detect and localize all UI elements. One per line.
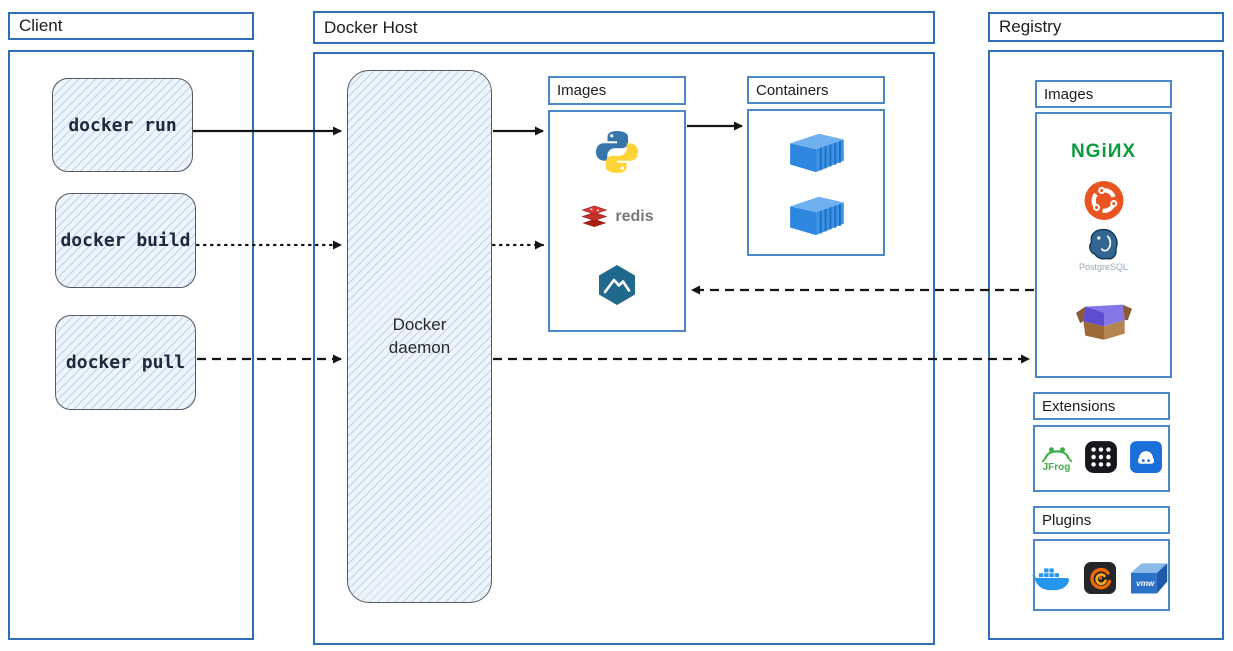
registry-title: Registry bbox=[999, 17, 1062, 36]
docker-host-title: Docker Host bbox=[324, 17, 418, 37]
postgresql-wordmark: PostgreSQL bbox=[1078, 262, 1129, 272]
docker-pull-box: docker pull bbox=[55, 315, 196, 410]
ubuntu-icon bbox=[1083, 180, 1124, 221]
redis-wordmark: redis bbox=[615, 208, 654, 225]
jfrog-icon: JFrog bbox=[1041, 441, 1073, 473]
package-box-icon bbox=[1075, 292, 1133, 342]
redis-logo-row: redis bbox=[580, 204, 654, 230]
dots-grid-icon bbox=[1084, 440, 1118, 474]
registry-title-bar: Registry bbox=[988, 12, 1224, 42]
client-title-bar: Client bbox=[8, 12, 254, 40]
docker-daemon-label: Docker daemon bbox=[388, 314, 451, 357]
client-title: Client bbox=[19, 16, 63, 35]
containers-label-box: Containers bbox=[747, 76, 885, 104]
docker-host-title-bar: Docker Host bbox=[313, 11, 935, 44]
docker-daemon-box: Docker daemon bbox=[347, 70, 492, 603]
grafana-icon bbox=[1083, 561, 1117, 595]
minikube-icon bbox=[595, 263, 639, 307]
drive-icon bbox=[1129, 440, 1163, 474]
postgresql-icon bbox=[1085, 227, 1123, 261]
vmware-wordmark: vmw bbox=[1136, 579, 1155, 588]
docker-build-box: docker build bbox=[55, 193, 196, 288]
vmware-icon: vmw bbox=[1128, 559, 1172, 597]
redis-icon bbox=[580, 204, 608, 230]
host-images-title: Images bbox=[557, 82, 607, 99]
docker-pull-label: docker pull bbox=[65, 352, 186, 373]
plugins-label-box: Plugins bbox=[1033, 506, 1170, 534]
registry-images-label-box: Images bbox=[1035, 80, 1172, 108]
nginx-logo: NGiИX bbox=[1070, 141, 1137, 162]
host-images-box: redis bbox=[548, 110, 686, 332]
docker-run-box: docker run bbox=[52, 78, 193, 172]
docker-run-label: docker run bbox=[68, 114, 177, 136]
container-icon bbox=[783, 129, 849, 175]
postgresql-logo: PostgreSQL bbox=[1079, 227, 1128, 272]
containers-title: Containers bbox=[756, 81, 829, 99]
extensions-box: JFrog bbox=[1033, 425, 1170, 492]
registry-images-box: NGiИX PostgreSQL bbox=[1035, 112, 1172, 378]
containers-box bbox=[747, 109, 885, 256]
extensions-title: Extensions bbox=[1042, 397, 1116, 415]
docker-build-label: docker build bbox=[60, 230, 191, 251]
registry-images-title: Images bbox=[1044, 85, 1094, 103]
docker-whale-icon bbox=[1032, 562, 1072, 594]
extensions-label-box: Extensions bbox=[1033, 392, 1170, 420]
host-images-label-box: Images bbox=[548, 76, 686, 105]
plugins-title: Plugins bbox=[1042, 511, 1092, 529]
jfrog-wordmark: JFrog bbox=[1042, 462, 1071, 473]
python-icon bbox=[593, 128, 641, 176]
container-icon bbox=[783, 192, 849, 238]
plugins-box: vmw bbox=[1032, 539, 1172, 611]
